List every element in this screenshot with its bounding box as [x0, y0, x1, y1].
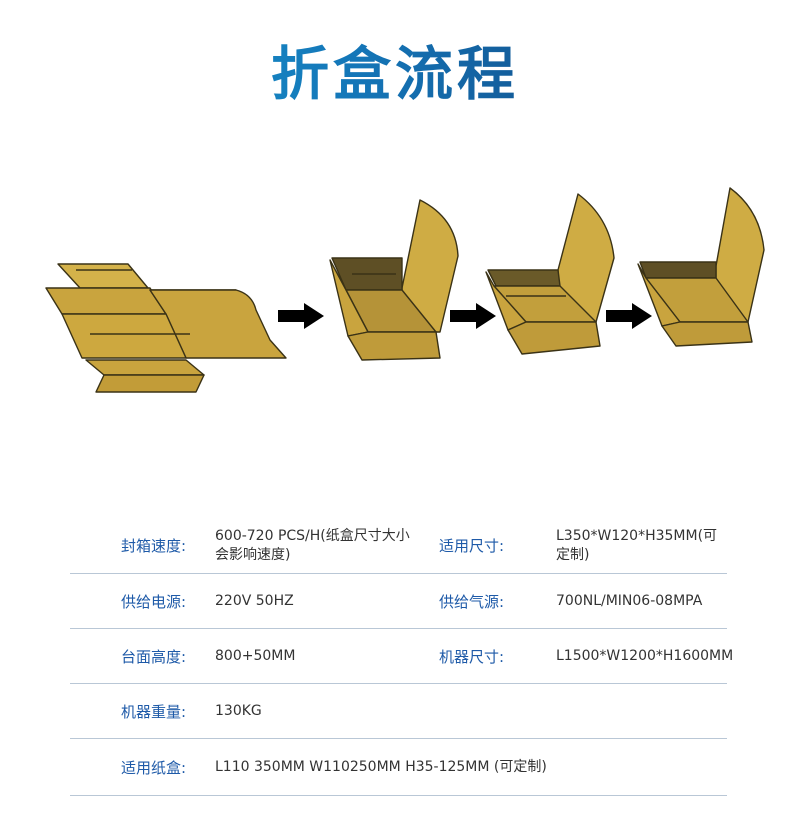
- spec-value: 130KG: [215, 702, 262, 719]
- spec-label: 机器重量:: [121, 702, 187, 721]
- spec-value: 800+50MM: [215, 647, 296, 664]
- page-title: 折盒流程: [0, 34, 790, 114]
- spec-row: 适用纸盒: L110 350MM W110250MM H35-125MM (可定…: [70, 739, 727, 796]
- spec-value: L110 350MM W110250MM H35-125MM (可定制): [215, 758, 547, 775]
- spec-label: 适用尺寸:: [439, 537, 505, 555]
- partially-folded-box: [329, 199, 459, 361]
- spec-row: 机器重量: 130KG: [70, 684, 727, 739]
- spec-label: 适用纸盒:: [121, 758, 187, 777]
- spec-label: 台面高度:: [121, 647, 187, 666]
- spec-label: 供给电源:: [121, 592, 187, 611]
- spec-label: 封箱速度:: [121, 537, 187, 555]
- arrow-icon: [450, 303, 496, 329]
- spec-row: 封箱速度: 600-720 PCS/H(纸盒尺寸大小会影响速度) 适用尺寸: L…: [70, 518, 727, 574]
- arrow-icon: [278, 303, 324, 329]
- spec-value: 600-720 PCS/H(纸盒尺寸大小会影响速度): [215, 527, 410, 563]
- spec-row: 供给电源: 220V 50HZ 供给气源: 700NL/MIN06-08MPA: [70, 574, 727, 629]
- spec-value: L1500*W1200*H1600MM: [556, 647, 734, 664]
- folded-box-complete: [637, 187, 765, 347]
- spec-table: 封箱速度: 600-720 PCS/H(纸盒尺寸大小会影响速度) 适用尺寸: L…: [70, 518, 733, 796]
- spec-label: 机器尺寸:: [439, 647, 505, 666]
- spec-row: 台面高度: 800+50MM 机器尺寸: L1500*W1200*H1600MM: [70, 629, 733, 684]
- spec-value: 700NL/MIN06-08MPA: [556, 592, 703, 609]
- box-folding-illustration: [45, 187, 765, 393]
- spec-label: 供给气源:: [439, 592, 505, 611]
- nearly-folded-box: [485, 193, 615, 355]
- spec-value: L350*W120*H35MM(可定制): [556, 527, 718, 563]
- arrow-icon: [606, 303, 652, 329]
- flat-box-blank: [45, 263, 287, 393]
- spec-value: 220V 50HZ: [215, 592, 294, 609]
